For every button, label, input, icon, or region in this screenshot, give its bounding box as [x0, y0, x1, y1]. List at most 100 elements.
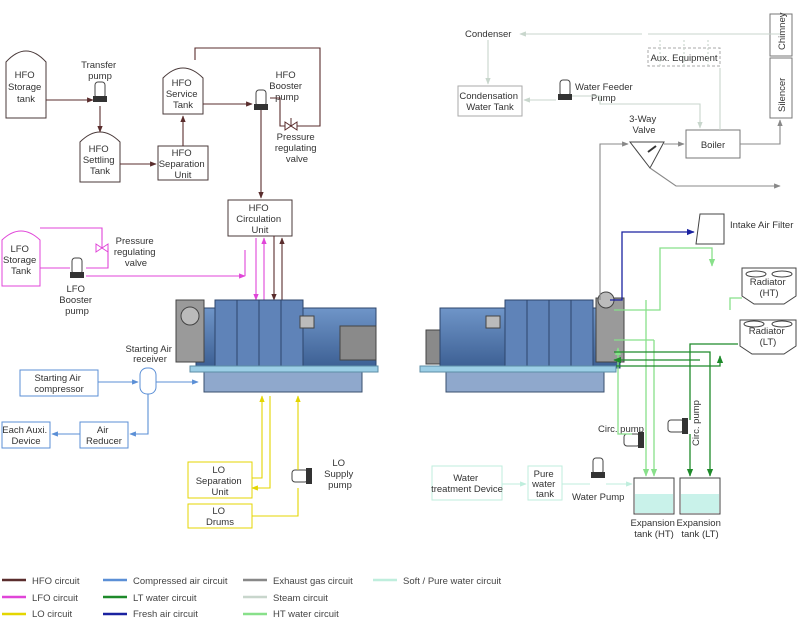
hfo-service-tank [162, 67, 204, 115]
chimney-label: Chimney [777, 12, 788, 50]
hfo-booster-pump-label: HFO Booster pump [269, 70, 304, 103]
lfo-pipes [40, 227, 267, 301]
engine-right [419, 291, 625, 393]
condensation-water-tank [457, 85, 523, 117]
expansion-tank-ht [633, 477, 675, 515]
hfo-settling-tank [79, 131, 121, 183]
water-pump-label: Water Pump [572, 492, 624, 503]
air-pipes [51, 379, 199, 437]
svg-text:Fresh air circuit: Fresh air circuit [133, 609, 198, 617]
radiator-lt [739, 319, 797, 355]
intake-air-filter-label: Intake Air Filter [730, 220, 793, 231]
hfo-pressure-valve-icon [284, 118, 298, 131]
aux-equipment-label: Aux. Equipment [650, 53, 717, 64]
radiator-ht-label: Radiator (HT) [750, 277, 789, 299]
starting-air-receiver [139, 367, 157, 395]
water-feeder-pump-label: Water Feeder Pump [575, 82, 635, 104]
lfo-booster-pump-label: LFO Booster pump [59, 284, 94, 317]
engine-left-cylinders [214, 299, 304, 367]
legend-item-lfo: LFO circuit [2, 593, 78, 604]
three-way-valve-label: 3-Way Valve [629, 114, 659, 136]
expansion-tank-ht-label: Expansion tank (HT) [630, 518, 677, 540]
lo-section: LO Separation Unit LO Drums LO Supply pu… [187, 395, 356, 529]
lfo-section: LFO Storage Tank LFO Booster pump Pressu… [1, 227, 267, 317]
lo-separation-unit [187, 461, 253, 499]
pure-water-tank [527, 465, 563, 501]
svg-text:LT water circuit: LT water circuit [133, 593, 197, 604]
silencer-label: Silencer [777, 78, 788, 112]
circ-pump-2-icon [667, 418, 688, 434]
ht-water-pipes [614, 247, 742, 477]
engine-right-cylinders [504, 299, 594, 367]
circ-pump-2-label: Circ. pump [691, 400, 702, 446]
air-reducer [79, 421, 129, 449]
svg-text:HFO circuit: HFO circuit [32, 576, 80, 587]
hfo-circulation-unit-label: HFO Circulation Unit [236, 203, 284, 236]
starting-air-receiver-label: Starting Air receiver [125, 344, 174, 365]
legend-item-ht-water: HT water circuit [243, 609, 339, 617]
lfo-storage-tank-label: LFO Storage Tank [3, 244, 39, 277]
condensation-water-tank-label: Condensation Water Tank [459, 91, 520, 113]
expansion-tank-lt-label: Expansion tank (LT) [676, 518, 723, 540]
svg-text:Exhaust gas circuit: Exhaust gas circuit [273, 576, 353, 587]
svg-text:Soft / Pure water circuit: Soft / Pure water circuit [403, 576, 502, 587]
exhaust-pipes [599, 119, 783, 300]
legend-item-compressed-air: Compressed air circuit [103, 576, 228, 587]
lfo-booster-pump-icon [70, 257, 84, 278]
hfo-pressure-valve-label: Pressure regulating valve [275, 132, 319, 165]
steam-pipes [485, 31, 780, 130]
hfo-settling-tank-label: HFO Settling Tank [83, 144, 117, 177]
hfo-separation-unit-label: HFO Separation Unit [159, 148, 208, 181]
legend-item-lo: LO circuit [2, 609, 72, 617]
svg-text:LO circuit: LO circuit [32, 609, 72, 617]
engine-left [175, 299, 379, 393]
hfo-section: HFO Storage tank Transfer pump HFO Settl… [5, 47, 321, 301]
legend-item-hfo: HFO circuit [2, 576, 80, 587]
lo-drums-label: LO Drums [206, 506, 234, 528]
each-auxi-device-label: Each Auxi. Device [2, 425, 50, 447]
air-reducer-label: Air Reducer [86, 425, 122, 447]
transfer-pump-icon [93, 81, 107, 102]
three-way-valve-icon [628, 141, 665, 169]
steam-section: Condenser Aux. Equipment Chimney Silence… [457, 12, 793, 300]
hfo-storage-tank-label: HFO Storage tank [8, 70, 44, 105]
radiator-lt-label: Radiator (LT) [749, 326, 788, 348]
lfo-pressure-valve-icon [95, 240, 109, 253]
hfo-booster-pump-icon [254, 89, 268, 110]
transfer-pump-label: Transfer pump [81, 60, 119, 82]
hfo-pipes [46, 47, 321, 301]
legend-item-soft-water: Soft / Pure water circuit [373, 576, 502, 587]
lo-supply-pump-icon [291, 468, 312, 484]
air-section: Starting Air compressor Starting Air rec… [1, 344, 199, 449]
boiler [685, 129, 741, 159]
lt-water-pipes [613, 343, 738, 477]
water-pump-icon [591, 457, 605, 478]
svg-text:Compressed air circuit: Compressed air circuit [133, 576, 228, 587]
svg-text:HT water circuit: HT water circuit [273, 609, 339, 617]
hfo-storage-tank [5, 50, 47, 119]
cooling-section: Intake Air Filter Radiator (HT) Radiator… [431, 213, 797, 540]
legend-item-steam: Steam circuit [243, 593, 328, 604]
water-feeder-pump-icon [558, 79, 572, 100]
lfo-storage-tank [1, 230, 41, 287]
radiator-ht [741, 267, 797, 305]
legend-item-exhaust: Exhaust gas circuit [243, 576, 353, 587]
silencer [769, 57, 793, 119]
hfo-service-tank-label: HFO Service Tank [166, 78, 200, 111]
lo-pipes [251, 395, 301, 517]
chimney [769, 13, 793, 57]
lo-supply-pump-label: LO Supply pump [324, 458, 356, 491]
legend-item-fresh-air: Fresh air circuit [103, 609, 198, 617]
hfo-circulation-unit [227, 199, 293, 237]
lfo-pressure-valve-label: Pressure regulating valve [114, 236, 158, 269]
legend-item-lt-water: LT water circuit [103, 593, 197, 604]
water-treatment-device [431, 465, 503, 501]
starting-air-compressor-label: Starting Air compressor [34, 373, 84, 395]
svg-text:LFO circuit: LFO circuit [32, 593, 78, 604]
legend: HFO circuit LFO circuit LO circuit Compr… [2, 576, 502, 617]
lo-separation-unit-label: LO Separation Unit [196, 465, 245, 498]
water-treatment-device-label: Water treatment Device [431, 473, 503, 495]
intake-air-filter [695, 213, 725, 245]
condenser-label: Condenser [465, 29, 511, 40]
